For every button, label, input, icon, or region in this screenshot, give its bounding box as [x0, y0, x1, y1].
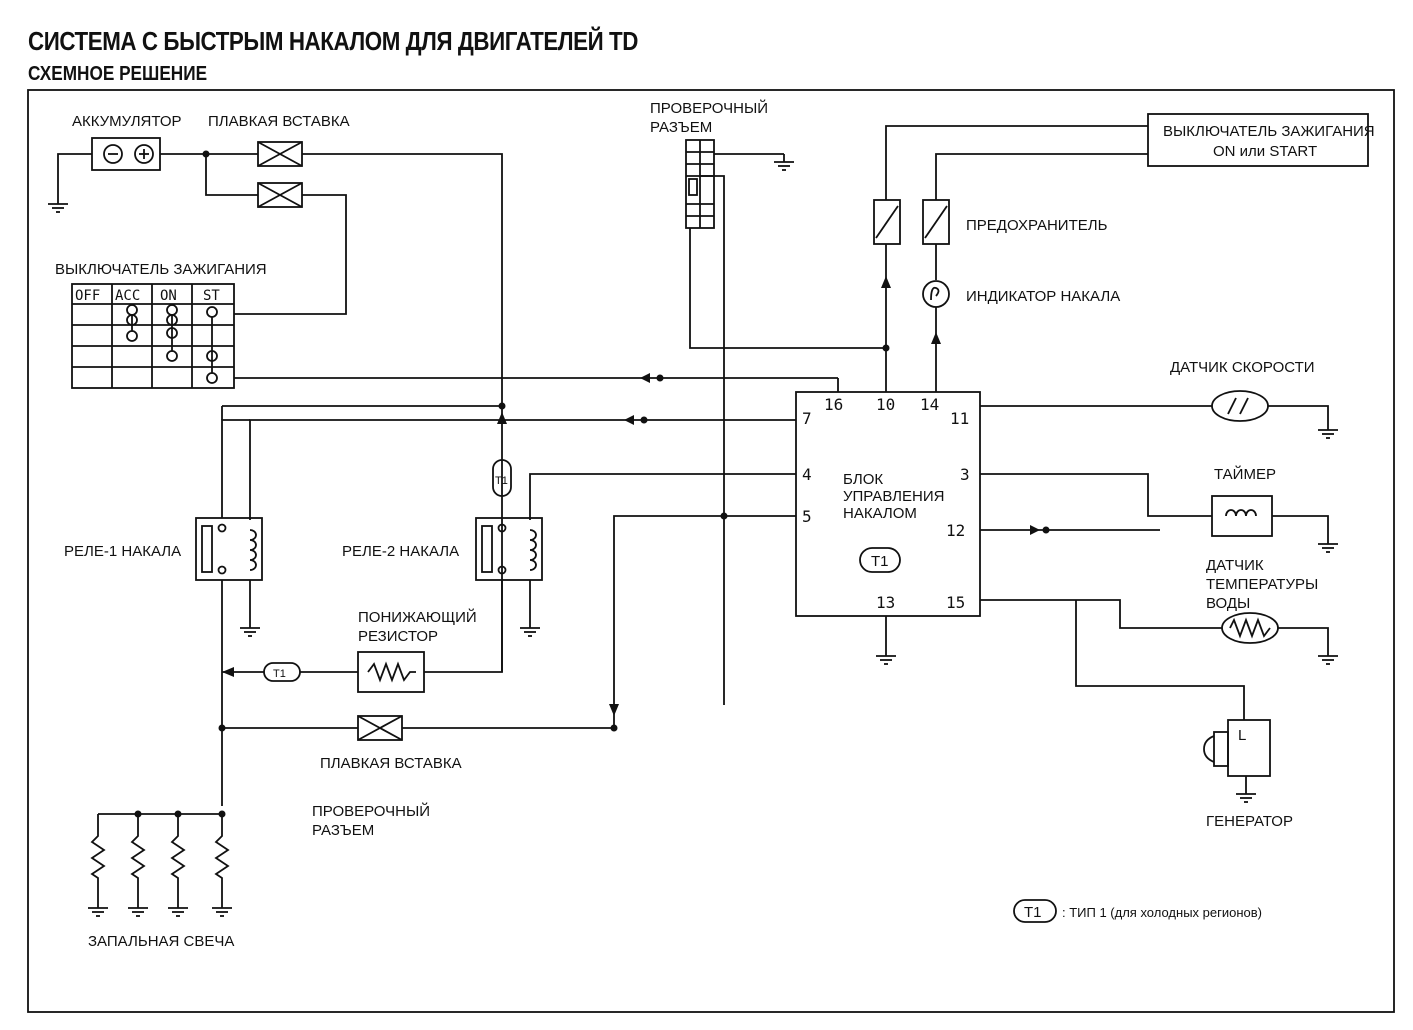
ign-col-st: ST	[203, 288, 220, 304]
ecu-label-2: УПРАВЛЕНИЯ	[843, 488, 944, 505]
glow-control-unit	[795, 391, 981, 617]
ignition-switch-label: ВЫКЛЮЧАТЕЛЬ ЗАЖИГАНИЯ	[55, 261, 267, 278]
svg-text:T1: T1	[273, 668, 286, 680]
ign-col-acc: ACC	[115, 288, 140, 304]
fusible-link-1	[257, 141, 303, 167]
legend-t1: T1	[1024, 904, 1042, 921]
water-temp-label-2: ТЕМПЕРАТУРЫ	[1206, 576, 1318, 593]
check-connector-bottom-label-2: РАЗЪЕМ	[312, 822, 374, 839]
check-connector-top-label-1: ПРОВЕРОЧНЫЙ	[650, 99, 768, 117]
fusible-link-top-label: ПЛАВКАЯ ВСТАВКА	[208, 113, 350, 130]
relay1-label: РЕЛЕ-1 НАКАЛА	[64, 543, 181, 560]
fuse-1	[873, 199, 901, 245]
ign-on-start-label-1: ВЫКЛЮЧАТЕЛЬ ЗАЖИГАНИЯ	[1163, 123, 1375, 140]
ecu-pin-15: 15	[946, 593, 965, 612]
ecu-pin-12: 12	[946, 521, 965, 540]
generator-label: ГЕНЕРАТОР	[1206, 813, 1293, 830]
ecu-pin-13: 13	[876, 593, 895, 612]
check-connector-top-label-2: РАЗЪЕМ	[650, 119, 712, 136]
ecu-pin-7: 7	[802, 409, 812, 428]
water-temp-label-3: ВОДЫ	[1206, 595, 1250, 612]
timer	[1211, 495, 1273, 537]
battery	[91, 137, 161, 171]
page-title: СИСТЕМА С БЫСТРЫМ НАКАЛОМ ДЛЯ ДВИГАТЕЛЕЙ…	[28, 26, 638, 56]
water-temp-label-1: ДАТЧИК	[1206, 557, 1264, 574]
glow-plugs	[90, 814, 230, 900]
generator: L	[1203, 719, 1271, 777]
svg-text:T1: T1	[495, 475, 508, 487]
fuse-2	[922, 199, 950, 245]
page-subtitle: СХЕМНОЕ РЕШЕНИЕ	[28, 63, 208, 85]
ecu-pin-10: 10	[876, 395, 895, 414]
ecu-pin-3: 3	[960, 465, 970, 484]
svg-text:L: L	[1238, 727, 1246, 744]
ign-on-start-label-2: ON или START	[1213, 143, 1317, 160]
ign-col-on: ON	[160, 288, 177, 304]
svg-text:T1: T1	[871, 553, 889, 570]
resistor-label-2: РЕЗИСТОР	[358, 628, 438, 645]
ignition-switch-table: OFF ACC ON ST	[71, 283, 235, 389]
ecu-t1-badge: T1	[859, 547, 901, 573]
resistor-label-1: ПОНИЖАЮЩИЙ	[358, 608, 477, 626]
glow-indicator-lamp	[922, 280, 950, 308]
ign-col-off: OFF	[75, 288, 100, 304]
fusible-link-bottom-label: ПЛАВКАЯ ВСТАВКА	[320, 755, 462, 772]
fusible-link-2	[257, 182, 303, 208]
speed-sensor-label: ДАТЧИК СКОРОСТИ	[1170, 359, 1315, 376]
battery-label: АККУМУЛЯТОР	[72, 113, 182, 130]
water-temp-sensor	[1221, 612, 1279, 644]
check-connector-top	[685, 139, 715, 229]
speed-sensor	[1211, 390, 1269, 422]
glow-plug-label: ЗАПАЛЬНАЯ СВЕЧА	[88, 933, 234, 950]
glow-indicator-label: ИНДИКАТОР НАКАЛА	[966, 288, 1120, 305]
ecu-pin-14: 14	[920, 395, 939, 414]
ecu-pin-4: 4	[802, 465, 812, 484]
fuse-label: ПРЕДОХРАНИТЕЛЬ	[966, 217, 1108, 234]
timer-label: ТАЙМЕР	[1214, 465, 1276, 483]
ecu-label-3: НАКАЛОМ	[843, 505, 917, 522]
glow-relay-1	[195, 517, 263, 581]
glow-relay-2	[475, 517, 543, 581]
fusible-link-3	[357, 715, 403, 741]
resistor-t1-badge: T1	[263, 662, 301, 682]
ecu-pin-16: 16	[824, 395, 843, 414]
ecu-label-1: БЛОК	[843, 471, 883, 488]
dropping-resistor	[357, 651, 425, 693]
check-connector-bottom-label-1: ПРОВЕРОЧНЫЙ	[312, 802, 430, 820]
relay2-t1-badge: T1	[492, 459, 512, 497]
legend-note: : ТИП 1 (для холодных регионов)	[1062, 905, 1262, 920]
ignition-on-start-box	[1147, 113, 1369, 167]
legend: T1 : ТИП 1 (для холодных регионов)	[1013, 899, 1262, 923]
ecu-pin-5: 5	[802, 507, 812, 526]
diagram-frame	[27, 89, 1395, 1013]
relay2-label: РЕЛЕ-2 НАКАЛА	[342, 543, 459, 560]
ecu-pin-11: 11	[950, 409, 969, 428]
